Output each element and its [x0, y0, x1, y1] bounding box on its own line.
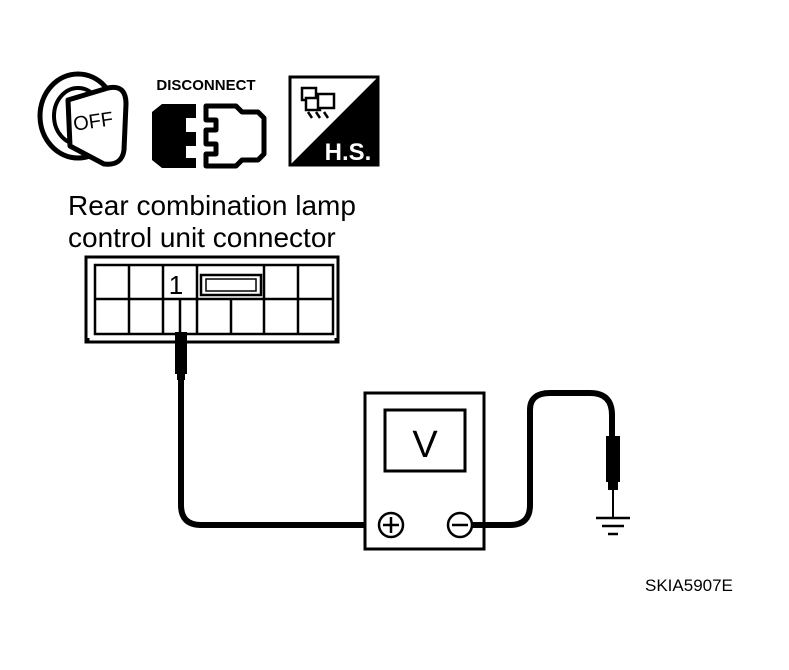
harness-side-label: H.S. [325, 139, 372, 166]
connector-disconnect-icon: DISCONNECT [152, 77, 267, 169]
terminal-1-label: 1 [169, 270, 183, 300]
ground-symbol-icon [596, 516, 630, 536]
figure-code: SKIA5907E [645, 576, 733, 595]
caption-line-1: Rear combination lamp [68, 190, 356, 221]
negative-probe [606, 436, 620, 518]
connector-block: 1 [84, 255, 340, 344]
ignition-key-off-icon: OFF [37, 71, 129, 167]
negative-lead-wire [472, 390, 615, 528]
positive-lead-wire [178, 378, 380, 528]
negative-terminal [446, 511, 474, 539]
connector-caption: Rear combination lamp control unit conne… [68, 190, 356, 254]
disconnect-label: DISCONNECT [156, 77, 255, 94]
positive-terminal [377, 511, 405, 539]
meter-display: V [412, 424, 438, 466]
positive-probe [175, 300, 187, 380]
harness-side-icon: H.S. [288, 75, 380, 167]
voltmeter: V [363, 391, 486, 551]
caption-line-2: control unit connector [68, 222, 336, 253]
